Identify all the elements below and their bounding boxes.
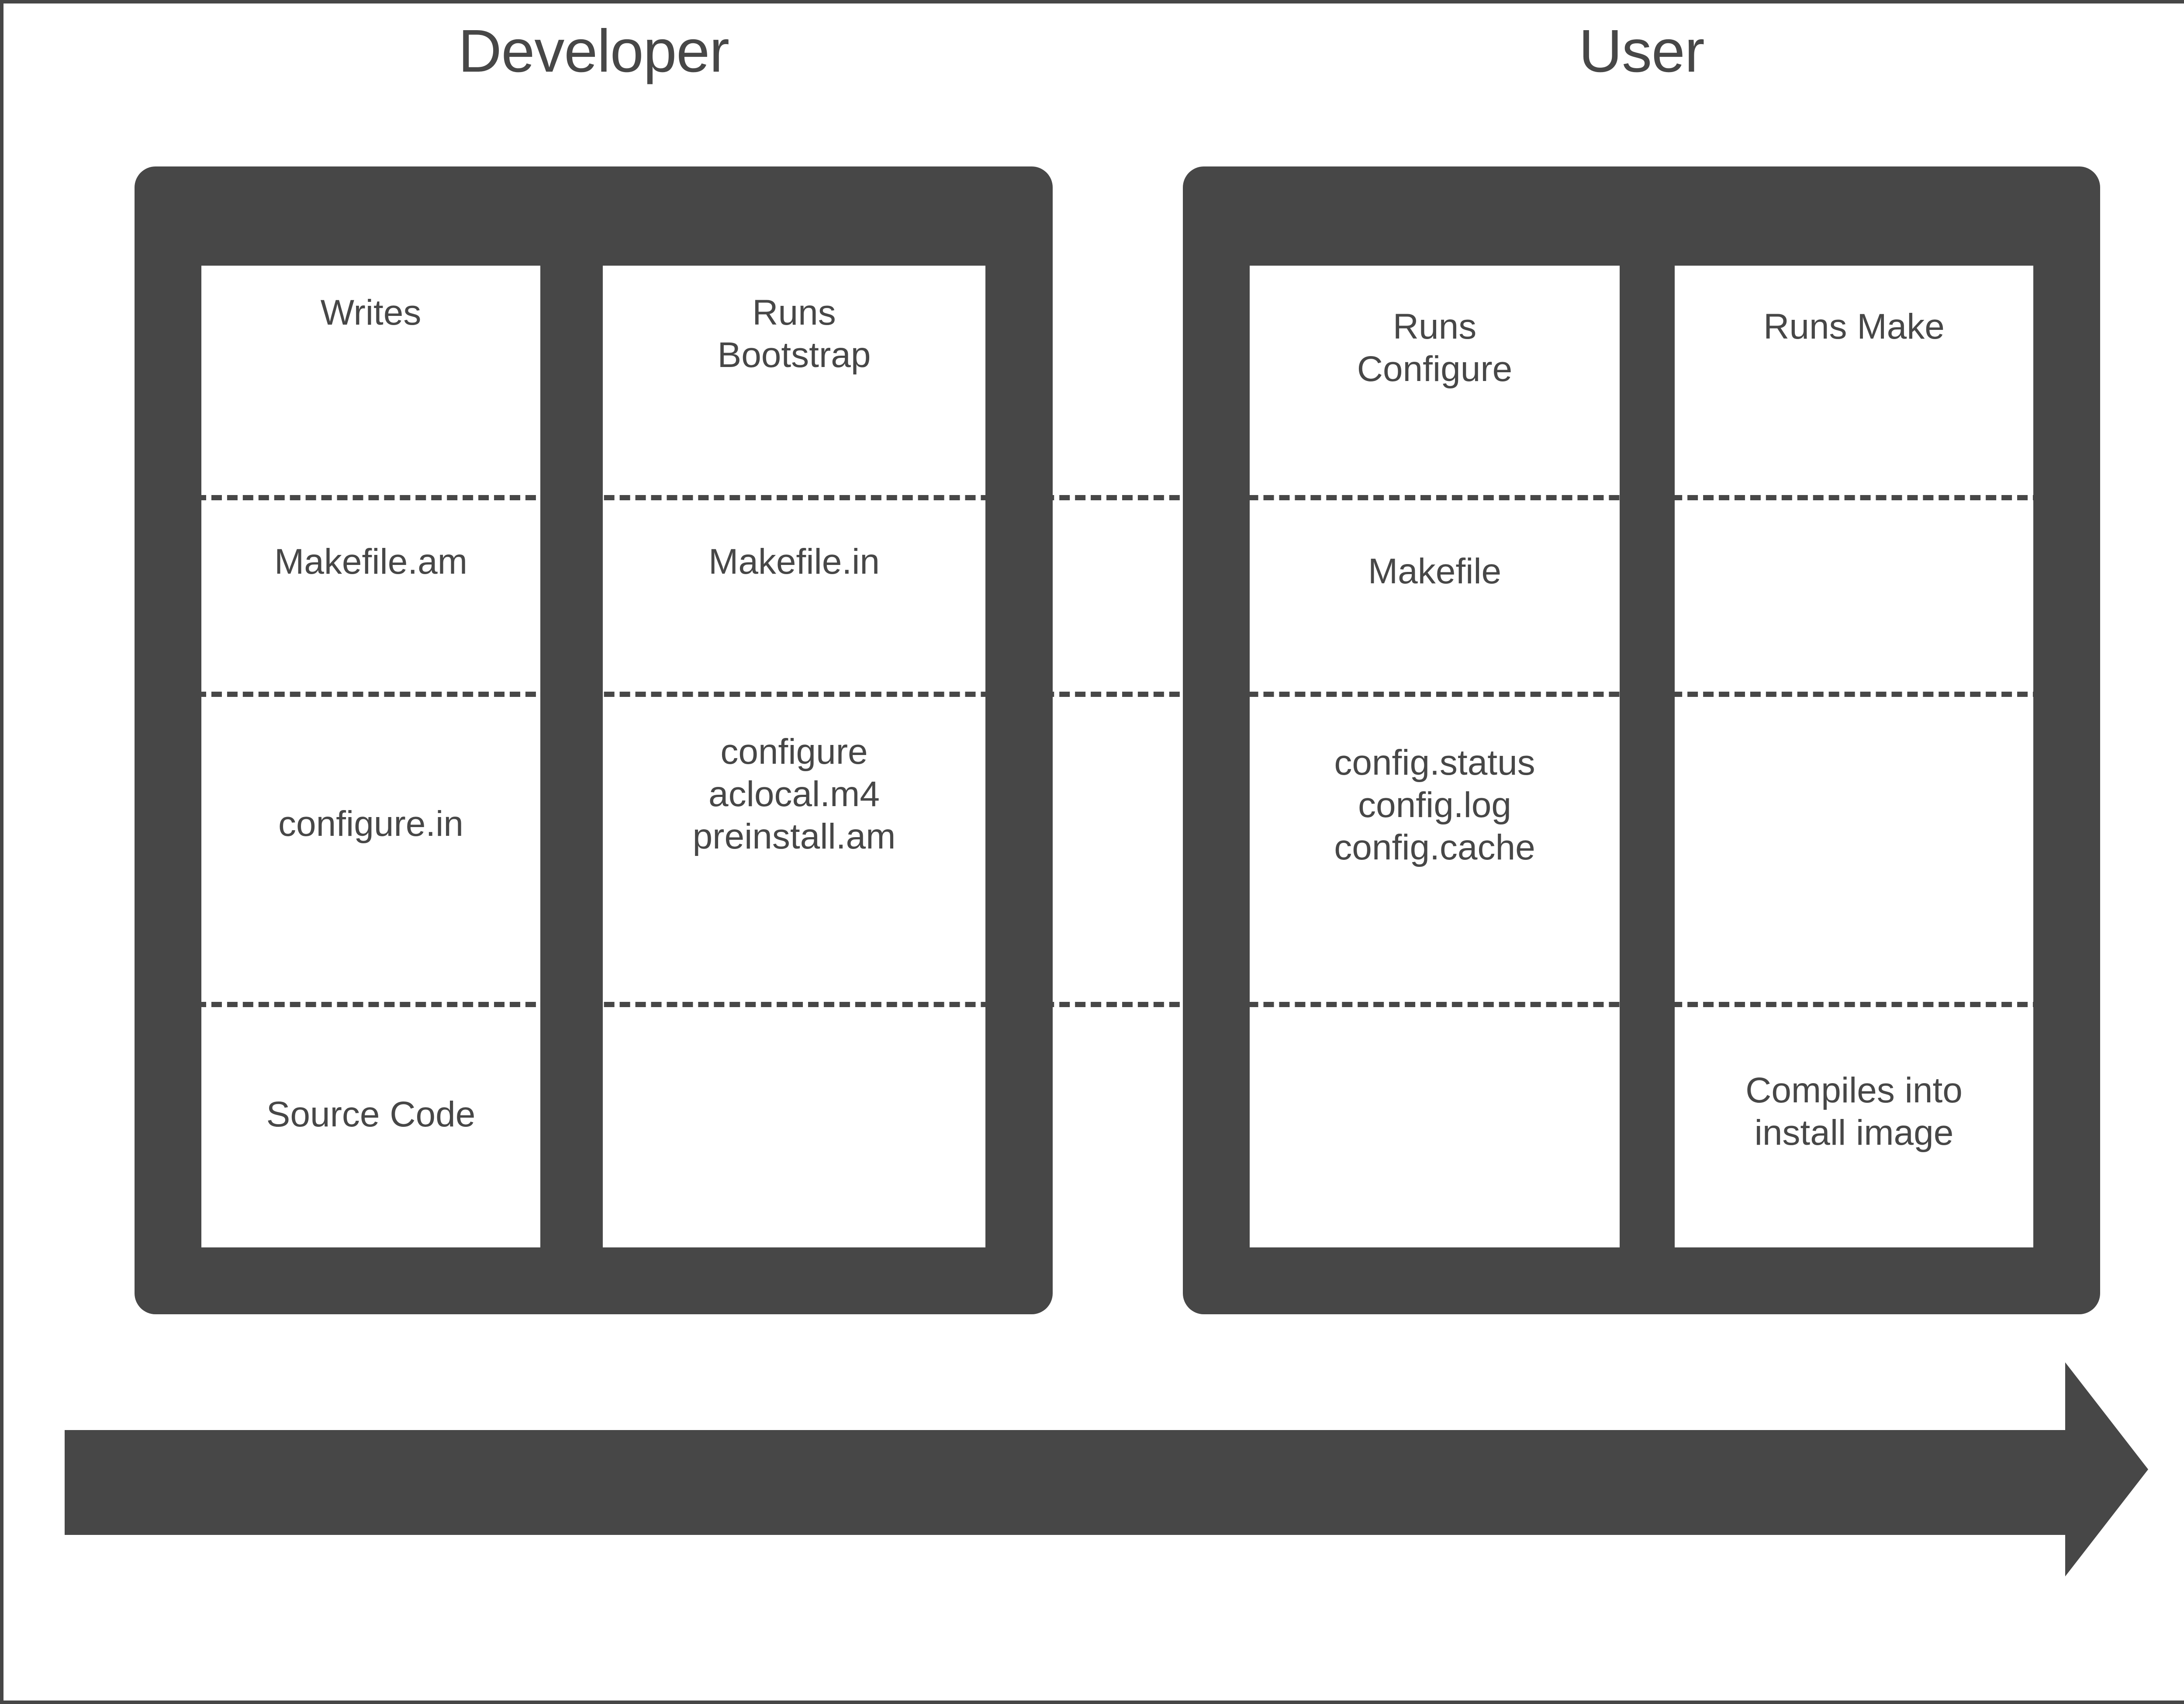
cell-source-code: Source Code (266, 1094, 476, 1134)
cell-makefile-am: Makefile.am (274, 542, 468, 582)
column-user-make (1675, 266, 2033, 1247)
cell-developer-bootstrap-header: Runs Bootstrap (717, 293, 871, 375)
cell-user-make-header: Runs Make (1763, 307, 1945, 346)
column-developer-writes (201, 266, 540, 1247)
cell-makefile-in: Makefile.in (708, 542, 880, 582)
arrow-shape (65, 1362, 2148, 1576)
row-separator-2 (196, 692, 2043, 697)
cell-developer-writes-header: Writes (320, 293, 422, 332)
cell-user-configure-header: Runs Configure (1357, 307, 1513, 389)
page-title-developer: Developer (458, 17, 729, 85)
cell-compiles-into-install-image: Compiles into install image (1745, 1070, 1963, 1153)
row-separator-3 (196, 1002, 2043, 1007)
arrow-right-icon (65, 1362, 2148, 1576)
column-developer-bootstrap (603, 266, 985, 1247)
cell-generated-bootstrap-files: configure aclocal.m4 preinstall.am (692, 732, 896, 856)
page-title-user: User (1579, 17, 1704, 85)
column-user-configure (1250, 266, 1620, 1247)
time-progression-arrow (65, 1354, 2148, 1585)
cell-config-artifacts: config.status config.log config.cache (1334, 743, 1535, 867)
row-separator-1 (196, 495, 2043, 500)
cell-configure-in: configure.in (278, 804, 463, 844)
cell-makefile: Makefile (1368, 551, 1502, 591)
